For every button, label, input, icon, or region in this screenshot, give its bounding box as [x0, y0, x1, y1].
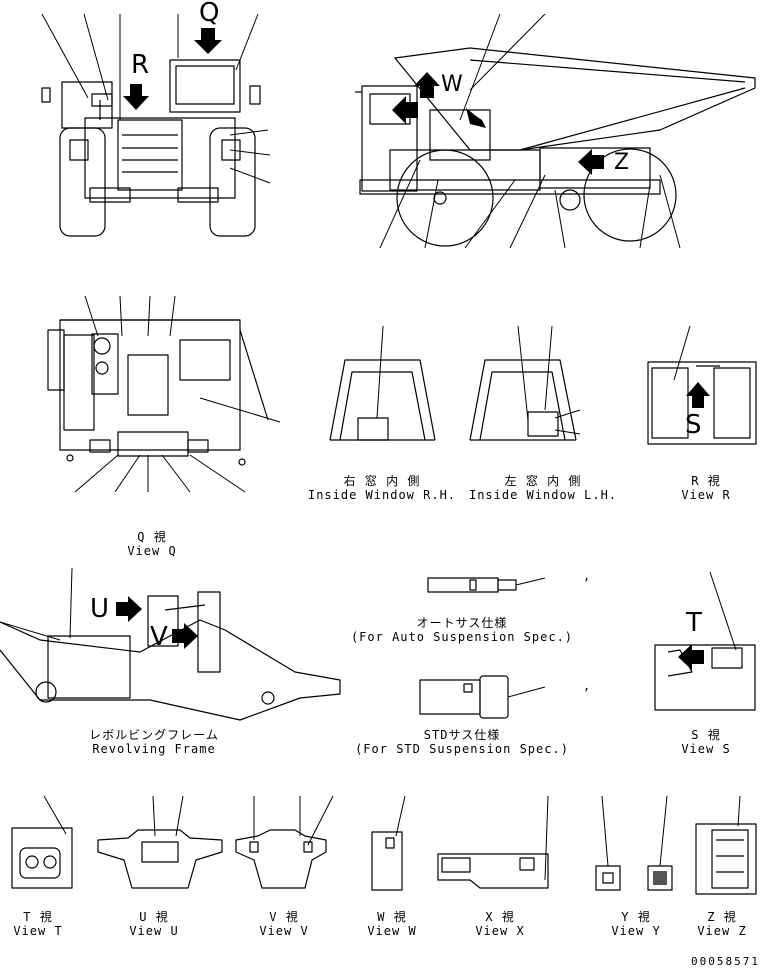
caption-view-t-en: View T	[13, 924, 63, 938]
caption-view-x-en: View X	[475, 924, 525, 938]
view-w-drawing	[371, 795, 406, 891]
caption-view-z-en: View Z	[697, 924, 747, 938]
caption-revolving-frame-jp: レボルビングフレーム	[89, 728, 219, 742]
caption-view-u-jp: U 視	[139, 910, 169, 924]
caption-view-w-jp: W 視	[377, 910, 407, 924]
side-view-truck	[355, 47, 756, 247]
caption-inside-window-lh: 左 窓 内 側 Inside Window L.H.	[469, 474, 617, 502]
view-letter-q: Q	[199, 0, 220, 28]
inside-window-lh-leaders	[517, 325, 581, 435]
view-letter-z: Z	[614, 150, 630, 175]
caption-auto-suspension: オートサス仕様 (For Auto Suspension Spec.)	[351, 616, 573, 644]
caption-view-y-jp: Y 視	[621, 910, 651, 924]
caption-view-z: Z 視 View Z	[697, 910, 746, 938]
view-s-arrow	[678, 644, 704, 670]
caption-view-v-en: View V	[259, 924, 309, 938]
view-s-leader	[709, 571, 737, 651]
caption-revolving-frame: レボルビングフレーム Revolving Frame	[89, 728, 219, 756]
caption-view-r-en: View R	[681, 488, 731, 502]
caption-inside-window-rh-jp: 右 窓 内 側	[343, 474, 421, 488]
caption-view-q: Q 視 View Q	[127, 530, 176, 558]
revolving-frame-arrows	[116, 596, 198, 649]
auto-suspension-comma: ,	[583, 569, 590, 583]
front-view-truck	[41, 59, 261, 237]
caption-view-u-en: View U	[129, 924, 179, 938]
view-q-drawing	[47, 319, 269, 466]
caption-view-u: U 視 View U	[129, 910, 178, 938]
side-view-leaders	[379, 13, 681, 249]
caption-view-z-jp: Z 視	[707, 910, 737, 924]
caption-inside-window-lh-jp: 左 窓 内 側	[504, 474, 582, 488]
view-z-drawing	[695, 795, 757, 895]
caption-inside-window-lh-en: Inside Window L.H.	[468, 488, 618, 502]
caption-view-x-jp: X 視	[485, 910, 515, 924]
view-r-drawing	[647, 361, 757, 445]
caption-view-s: S 視 View S	[681, 728, 730, 756]
view-s-drawing	[654, 644, 756, 711]
view-x-drawing	[437, 795, 549, 889]
caption-view-w: W 視 View W	[367, 910, 416, 938]
view-letter-r: R	[131, 50, 150, 80]
side-view-arrows	[392, 72, 604, 175]
caption-view-r: R 視 View R	[681, 474, 730, 502]
caption-view-t: T 視 View T	[13, 910, 62, 938]
caption-view-q-jp: Q 視	[137, 530, 167, 544]
caption-view-t-jp: T 視	[23, 910, 53, 924]
caption-view-w-en: View W	[367, 924, 417, 938]
caption-view-r-jp: R 視	[691, 474, 721, 488]
inside-window-rh-drawing	[329, 359, 436, 441]
caption-view-s-en: View S	[681, 742, 731, 756]
view-r-arrow	[686, 382, 710, 408]
caption-view-x: X 視 View X	[475, 910, 524, 938]
view-r-leader	[673, 325, 691, 381]
std-suspension-drawing	[419, 675, 546, 719]
inside-window-rh-leader	[376, 325, 384, 419]
revolving-frame-drawing	[0, 591, 341, 721]
caption-view-q-en: View Q	[127, 544, 177, 558]
view-y-drawing	[595, 795, 673, 891]
caption-std-suspension-en: (For STD Suspension Spec.)	[355, 742, 569, 756]
caption-std-suspension: STDサス仕様 (For STD Suspension Spec.)	[355, 728, 569, 756]
view-letter-s: S	[685, 410, 702, 440]
view-letter-v: V	[150, 622, 168, 652]
auto-suspension-drawing	[427, 577, 546, 593]
view-v-drawing	[235, 795, 334, 889]
view-letter-u: U	[90, 594, 110, 624]
front-view-leaders	[41, 13, 271, 184]
std-suspension-comma: ,	[583, 679, 590, 693]
caption-auto-suspension-en: (For Auto Suspension Spec.)	[350, 630, 574, 644]
view-letter-t: T	[686, 608, 702, 638]
front-view-arrows	[123, 28, 222, 110]
inside-window-lh-drawing	[469, 359, 577, 441]
caption-auto-suspension-jp: オートサス仕様	[416, 616, 508, 630]
view-u-drawing	[97, 795, 223, 889]
document-number: 00058571	[691, 955, 760, 968]
view-t-drawing	[11, 795, 73, 889]
caption-inside-window-rh-en: Inside Window R.H.	[307, 488, 457, 502]
view-q-leaders	[74, 295, 281, 493]
caption-view-y-en: View Y	[611, 924, 661, 938]
caption-revolving-frame-en: Revolving Frame	[92, 742, 216, 756]
view-letter-w: W	[441, 72, 463, 97]
caption-view-v: V 視 View V	[259, 910, 308, 938]
caption-inside-window-rh: 右 窓 内 側 Inside Window R.H.	[308, 474, 456, 502]
caption-view-y: Y 視 View Y	[611, 910, 660, 938]
caption-view-s-jp: S 視	[691, 728, 721, 742]
caption-view-v-jp: V 視	[269, 910, 299, 924]
caption-std-suspension-jp: STDサス仕様	[423, 728, 501, 742]
revolving-frame-leaders	[0, 567, 73, 641]
